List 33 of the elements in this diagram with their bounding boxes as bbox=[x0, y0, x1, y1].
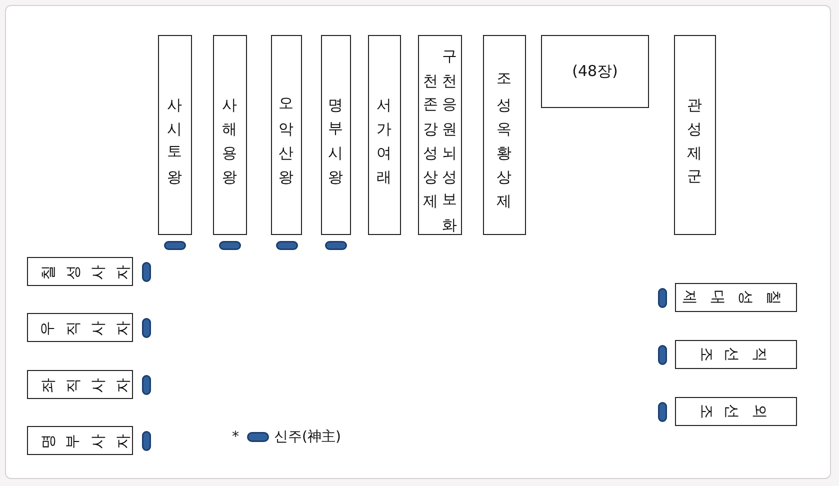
name-panel bbox=[27, 257, 133, 286]
name-panel bbox=[675, 397, 797, 426]
name-text: 칠성대제 bbox=[680, 288, 792, 306]
name-panel bbox=[675, 340, 797, 369]
name-text: 조성옥황상제 bbox=[494, 63, 514, 207]
name-text: 관성제군 bbox=[685, 87, 705, 183]
name-text: 명부시왕 bbox=[326, 87, 346, 183]
name-text: 서가여래 bbox=[374, 87, 394, 183]
legend-text: 신주(神主) bbox=[274, 428, 341, 446]
name-panel bbox=[674, 35, 716, 235]
name-text: 칠성사자 bbox=[30, 262, 130, 280]
name-text: 좌직사자 bbox=[30, 376, 130, 394]
name-panel bbox=[321, 35, 351, 235]
name-panel bbox=[483, 35, 526, 235]
name-panel bbox=[27, 313, 133, 342]
name-text: 명부사자 bbox=[30, 432, 130, 450]
note-mark: * bbox=[232, 429, 239, 445]
name-panel bbox=[27, 426, 133, 455]
name-text: 구천응원뇌성보화 천존강성상제 bbox=[421, 38, 459, 232]
name-text: 우직사자 bbox=[30, 318, 130, 336]
name-text: 사시토왕 bbox=[165, 87, 185, 183]
name-panel bbox=[158, 35, 192, 235]
name-panel bbox=[27, 370, 133, 399]
name-panel bbox=[213, 35, 247, 235]
name-text: (48장) bbox=[572, 62, 618, 81]
name-panel bbox=[368, 35, 401, 235]
name-panel bbox=[541, 35, 649, 108]
name-text: 오악산왕 bbox=[276, 87, 296, 183]
name-text: 직선조 bbox=[694, 346, 778, 364]
name-text: 외선조 bbox=[694, 402, 778, 420]
name-panel bbox=[271, 35, 302, 235]
name-text: 사해용왕 bbox=[220, 87, 240, 183]
name-panel bbox=[675, 283, 797, 312]
